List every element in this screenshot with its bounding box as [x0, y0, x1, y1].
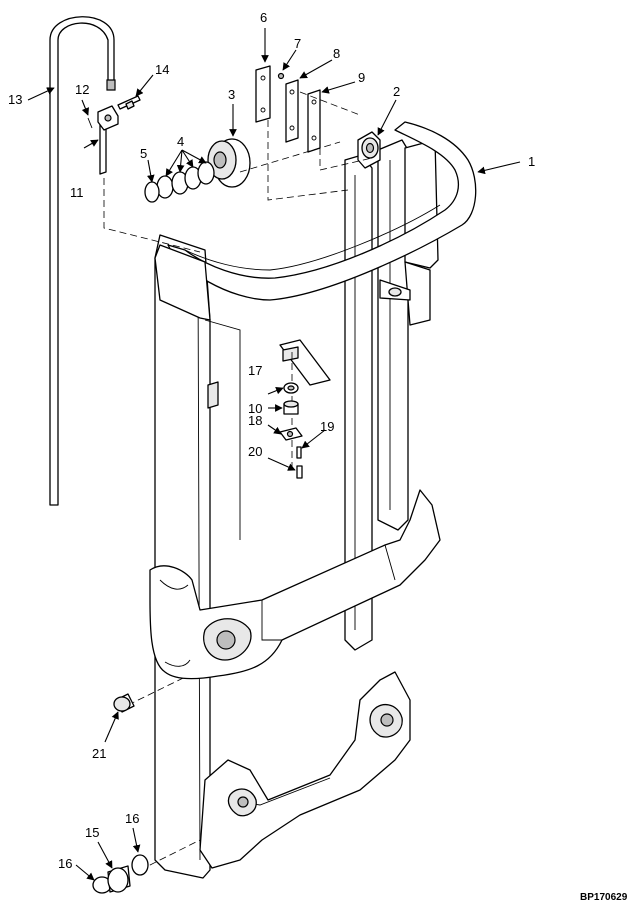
lower-cross-member [199, 671, 411, 869]
callout-3: 3 [228, 87, 235, 102]
callout-14: 14 [155, 62, 169, 77]
callout-1: 1 [528, 154, 535, 169]
inner-mast-rails [344, 139, 439, 651]
callout-20: 20 [248, 444, 262, 459]
callout-8: 8 [333, 46, 340, 61]
figure-id: BP170629 [580, 892, 628, 903]
callout-labels: 1 2 3 4 5 6 7 8 9 10 11 12 13 14 15 16 1… [8, 10, 535, 871]
callout-11: 11 [70, 185, 84, 200]
callout-15: 15 [85, 825, 99, 840]
callout-19: 19 [320, 419, 334, 434]
callout-6: 6 [260, 10, 267, 25]
callout-4: 4 [177, 134, 184, 149]
callout-9: 9 [358, 70, 365, 85]
crosshead-assembly [154, 121, 477, 386]
callout-2: 2 [393, 84, 400, 99]
callout-13: 13 [8, 92, 22, 107]
callout-21: 21 [92, 746, 106, 761]
snap-ring [144, 181, 160, 203]
callout-5: 5 [140, 146, 147, 161]
hydraulic-hose [49, 16, 116, 506]
callout-18: 18 [248, 413, 262, 428]
callout-10: 10 [248, 401, 262, 416]
callout-12: 12 [75, 82, 89, 97]
guide-pin-assembly [87, 95, 141, 175]
sheave-pin-bracket [357, 131, 381, 169]
callout-7: 7 [294, 36, 301, 51]
shim-washers [156, 161, 215, 199]
wear-plates [255, 65, 321, 153]
middle-cross-member [149, 489, 441, 680]
callout-16-left: 16 [58, 856, 72, 871]
roller-bearing [207, 138, 251, 188]
bushing-and-rings [92, 693, 149, 894]
assembly-lines [103, 91, 373, 871]
cylinder-hardware [279, 382, 303, 479]
callout-17: 17 [248, 363, 262, 378]
callout-leaders [27, 28, 521, 881]
outer-mast-upright [154, 234, 241, 879]
callout-16-right: 16 [125, 811, 139, 826]
